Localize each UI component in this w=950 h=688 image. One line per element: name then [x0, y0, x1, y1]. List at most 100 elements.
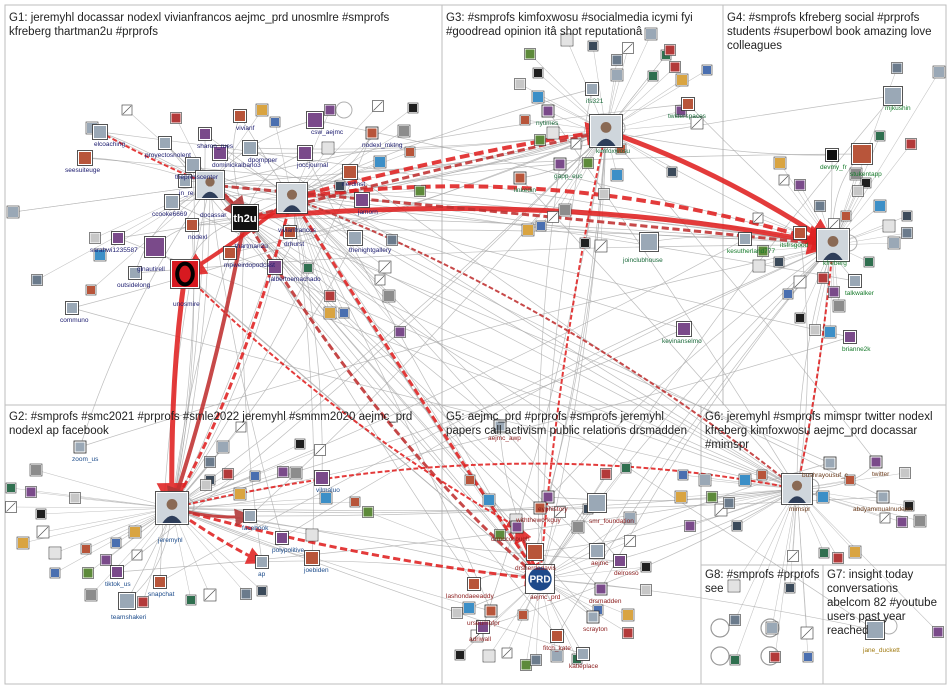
- node-teamshakeri[interactable]: [118, 592, 136, 610]
- node-brianne2k[interactable]: [843, 330, 857, 344]
- avatar-node[interactable]: [622, 42, 634, 54]
- avatar-node[interactable]: [675, 73, 689, 87]
- avatar-node[interactable]: [240, 588, 252, 600]
- avatar-node[interactable]: [378, 260, 392, 274]
- avatar-node[interactable]: [860, 177, 872, 189]
- avatar-node[interactable]: [899, 467, 911, 479]
- avatar-node[interactable]: [675, 105, 687, 117]
- avatar-node[interactable]: [302, 262, 314, 274]
- avatar-node[interactable]: [110, 537, 122, 549]
- avatar-node[interactable]: [558, 203, 572, 217]
- avatar-node[interactable]: [863, 256, 875, 268]
- avatar-node[interactable]: [521, 223, 535, 237]
- avatar-node[interactable]: [482, 493, 496, 507]
- node-facebook[interactable]: [243, 509, 257, 523]
- avatar-node[interactable]: [666, 166, 678, 178]
- avatar-node[interactable]: [397, 124, 411, 138]
- avatar-node[interactable]: [394, 326, 406, 338]
- avatar-node[interactable]: [373, 155, 387, 169]
- avatar-node[interactable]: [89, 232, 101, 244]
- avatar-node[interactable]: [35, 508, 47, 520]
- avatar-node[interactable]: [407, 102, 419, 114]
- avatar-node[interactable]: [269, 116, 281, 128]
- avatar-node[interactable]: [674, 490, 688, 504]
- avatar-node[interactable]: [80, 543, 92, 555]
- node-zoom_us[interactable]: [73, 440, 87, 454]
- avatar-node[interactable]: [832, 552, 844, 564]
- node-docassar[interactable]: [195, 170, 225, 200]
- avatar-node[interactable]: [36, 525, 50, 539]
- avatar-node[interactable]: [640, 561, 652, 573]
- node-in_re[interactable]: [178, 174, 192, 188]
- node-csw_aejmc[interactable]: [306, 111, 324, 129]
- node-aejmc_prd[interactable]: PRD: [525, 564, 555, 594]
- avatar-node[interactable]: [16, 536, 30, 550]
- avatar-node[interactable]: [677, 469, 689, 481]
- node-ifs321[interactable]: [585, 82, 599, 96]
- avatar-node[interactable]: [849, 167, 863, 181]
- avatar-node[interactable]: [48, 546, 62, 560]
- avatar-node[interactable]: [294, 438, 306, 450]
- avatar-node[interactable]: [756, 469, 768, 481]
- node-jeremyhl[interactable]: [155, 491, 189, 525]
- avatar-node[interactable]: [690, 116, 704, 130]
- avatar-node[interactable]: [765, 621, 779, 635]
- node-twitter[interactable]: [869, 455, 883, 469]
- avatar-node[interactable]: [817, 272, 829, 284]
- avatar-node[interactable]: [932, 65, 946, 79]
- node-joinclubhouse[interactable]: [639, 232, 659, 252]
- node-talkwalker[interactable]: [848, 274, 862, 288]
- avatar-node[interactable]: [640, 584, 652, 596]
- avatar-node[interactable]: [844, 474, 856, 486]
- avatar-node[interactable]: [464, 474, 476, 486]
- avatar-node[interactable]: [873, 199, 887, 213]
- avatar-node[interactable]: [784, 582, 796, 594]
- avatar-node[interactable]: [501, 647, 513, 659]
- avatar-node[interactable]: [25, 486, 37, 498]
- avatar-node[interactable]: [362, 506, 374, 518]
- node-fitch_kate[interactable]: [550, 629, 564, 643]
- avatar-node[interactable]: [729, 654, 741, 666]
- avatar-node[interactable]: [757, 245, 769, 257]
- avatar-node[interactable]: [903, 500, 915, 512]
- node-katieplace[interactable]: [576, 647, 590, 661]
- avatar-node[interactable]: [664, 44, 676, 56]
- node-thartman2u[interactable]: th2u: [231, 204, 259, 232]
- node-polypolitive[interactable]: [275, 531, 289, 545]
- avatar-node[interactable]: [233, 487, 247, 501]
- avatar-node[interactable]: [519, 114, 531, 126]
- node-sharon_rues[interactable]: [198, 127, 212, 141]
- avatar-node[interactable]: [579, 237, 591, 249]
- avatar-node[interactable]: [887, 236, 901, 250]
- node-ap[interactable]: [255, 555, 269, 569]
- avatar-node[interactable]: [550, 649, 564, 663]
- node-vilmaluo[interactable]: [314, 470, 330, 486]
- avatar-node[interactable]: [698, 473, 712, 487]
- avatar-node[interactable]: [727, 579, 741, 593]
- node-drmccollough[interactable]: [510, 520, 524, 534]
- avatar-node[interactable]: [598, 188, 610, 200]
- avatar-node[interactable]: [29, 463, 43, 477]
- avatar-node[interactable]: [235, 421, 247, 433]
- avatar-node[interactable]: [891, 62, 903, 74]
- avatar-node[interactable]: [620, 462, 632, 474]
- node-kevinanselmo[interactable]: [676, 321, 692, 337]
- avatar-node[interactable]: [314, 444, 326, 456]
- avatar-node[interactable]: [204, 456, 216, 468]
- node-abdyammualnudeen[interactable]: [876, 490, 890, 504]
- avatar-node[interactable]: [93, 248, 107, 262]
- avatar-node[interactable]: [100, 554, 112, 566]
- avatar-node[interactable]: [622, 627, 634, 639]
- node-urseumofpr[interactable]: [484, 604, 498, 618]
- avatar-node[interactable]: [560, 33, 574, 47]
- avatar-node[interactable]: [82, 567, 94, 579]
- avatar-node[interactable]: [882, 219, 896, 233]
- avatar-node[interactable]: [769, 651, 781, 663]
- avatar-node[interactable]: [454, 649, 466, 661]
- node-kimfoxwosu[interactable]: [589, 114, 623, 148]
- avatar-node[interactable]: [85, 284, 97, 296]
- node-eyphistory[interactable]: [541, 490, 555, 504]
- node-ccooke6669[interactable]: [164, 194, 180, 210]
- avatar-node[interactable]: [611, 54, 623, 66]
- avatar-node[interactable]: [6, 205, 20, 219]
